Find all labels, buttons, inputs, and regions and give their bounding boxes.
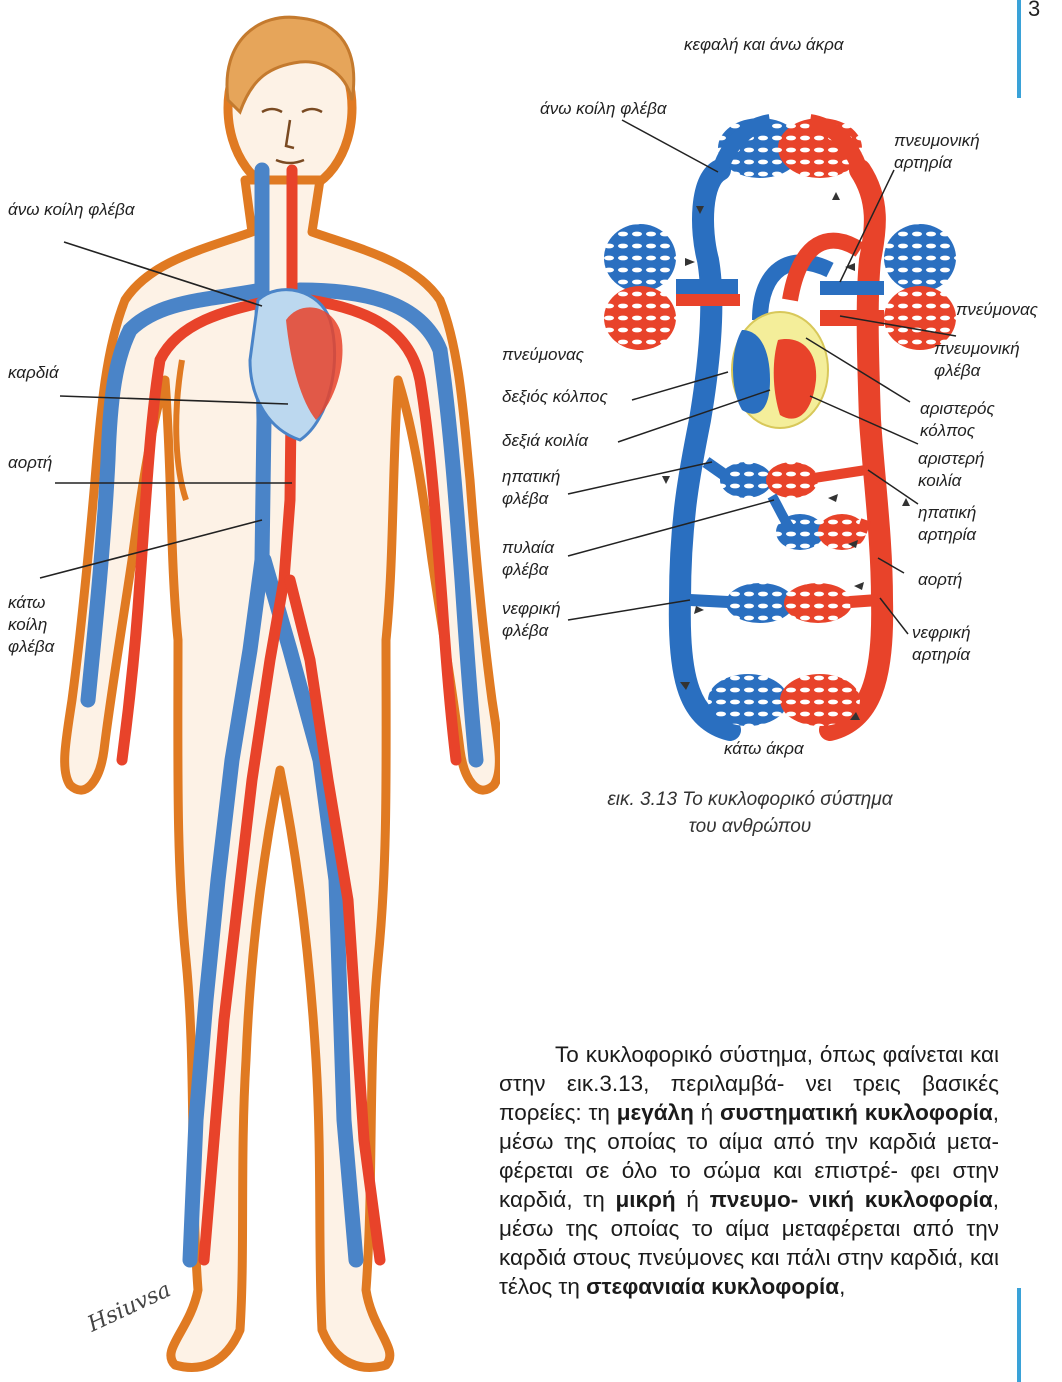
- label-upper-vena-cava-right: άνω κοίλη φλέβα: [540, 98, 667, 120]
- label-lower-limbs: κάτω άκρα: [724, 738, 804, 760]
- para-text-6: ,: [839, 1274, 845, 1299]
- label-pulmonary-artery: πνευμονική αρτηρία: [894, 130, 980, 174]
- capillary-kidney-red: [784, 583, 852, 623]
- label-renal-artery: νεφρική αρτηρία: [912, 622, 971, 666]
- label-aorta-right: αορτή: [918, 569, 962, 591]
- para-text-2: ή: [694, 1100, 720, 1125]
- para-bold-4: πνευμο- νική κυκλοφορία: [710, 1187, 993, 1212]
- label-head-arms: κεφαλή και άνω άκρα: [684, 34, 844, 56]
- capillary-liver-red: [766, 462, 818, 498]
- lung-left-blue: [604, 224, 676, 292]
- capillary-liver-blue: [720, 462, 772, 498]
- caption-line-1: εικ. 3.13 Το κυκλοφορικό σύστημα: [540, 786, 960, 813]
- label-left-ventricle: αριστερή κοιλία: [918, 448, 984, 492]
- capillary-legs-red: [780, 674, 860, 726]
- label-lung-right: πνεύμονας: [956, 299, 1038, 321]
- figure-caption: εικ. 3.13 Το κυκλοφορικό σύστημα του ανθ…: [540, 786, 960, 840]
- signature: Hsiuvsa: [83, 1277, 175, 1337]
- label-left-atrium: αριστερός κόλπος: [920, 398, 995, 442]
- venous-trunk: [680, 170, 730, 730]
- label-portal-vein: πυλαία φλέβα: [502, 537, 554, 581]
- capillary-gut-red: [818, 514, 866, 550]
- label-hepatic-artery: ηπατική αρτηρία: [918, 502, 976, 546]
- lung-left-red: [604, 286, 676, 350]
- para-bold-5: στεφανιαία κυκλοφορία: [586, 1274, 839, 1299]
- label-lung-left: πνεύμονας: [502, 344, 584, 366]
- caption-line-2: του ανθρώπου: [540, 813, 960, 840]
- body-paragraph: Το κυκλοφορικό σύστημα, όπως φαίνεται κα…: [499, 1040, 999, 1301]
- para-text-4: ή: [676, 1187, 710, 1212]
- lung-right-blue: [884, 224, 956, 292]
- capillary-legs-blue: [708, 674, 788, 726]
- capillary-kidney-blue: [726, 583, 794, 623]
- para-bold-1: μεγάλη: [617, 1100, 694, 1125]
- para-bold-2: συστηματική κυκλοφορία: [720, 1100, 993, 1125]
- side-marker-bottom: [1017, 1288, 1021, 1382]
- label-right-ventricle: δεξιά κοιλία: [502, 430, 588, 452]
- label-hepatic-vein: ηπατική φλέβα: [502, 466, 560, 510]
- para-bold-3: μικρή: [615, 1187, 675, 1212]
- label-right-atrium: δεξιός κόλπος: [502, 386, 608, 408]
- label-renal-vein: νεφρική φλέβα: [502, 598, 561, 642]
- label-pulmonary-vein: πνευμονική φλέβα: [934, 338, 1020, 382]
